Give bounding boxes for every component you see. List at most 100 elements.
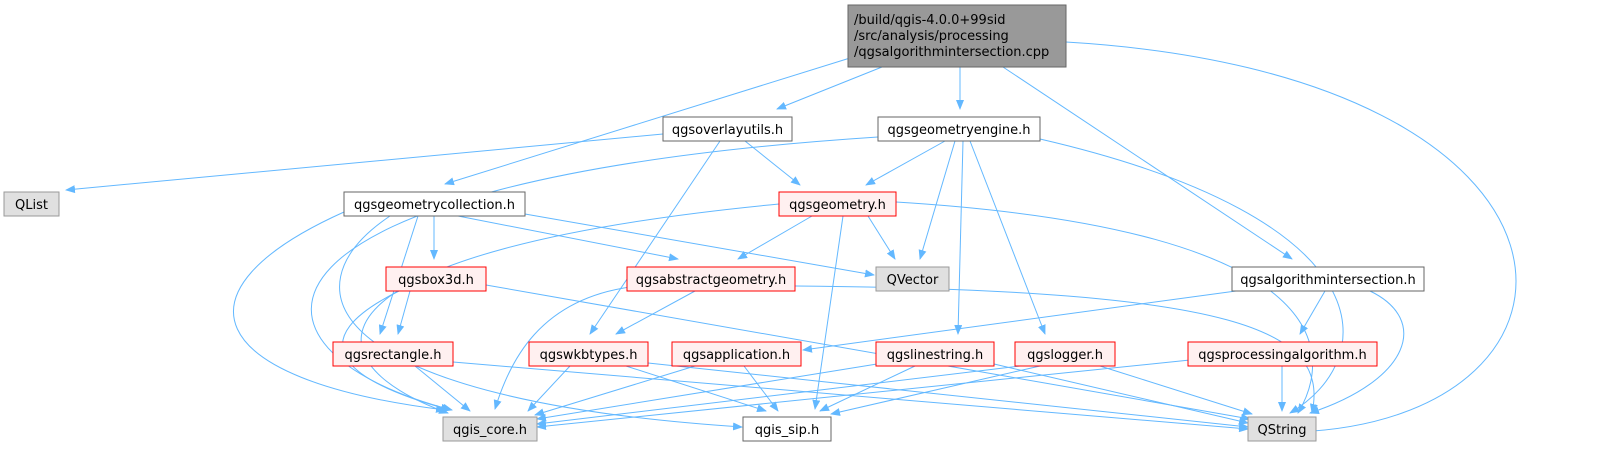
node-qgsalgorithmintersection[interactable]: qgsalgorithmintersection.h bbox=[1231, 266, 1425, 292]
edge-qgsoverlayutils-to-qgsgeometry bbox=[744, 140, 801, 186]
node-box bbox=[1187, 341, 1378, 367]
edge-qgsgeometryengine-to-qgslogger bbox=[969, 140, 1046, 335]
edge-qgslinestring-to-qgis_core bbox=[536, 363, 878, 422]
node-qgis_sip[interactable]: qgis_sip.h bbox=[742, 416, 832, 442]
node-label: qgsalgorithmintersection.h bbox=[1240, 273, 1416, 288]
edge-qgsoverlayutils-to-qgswkbtypes bbox=[589, 140, 721, 335]
node-label: QVector bbox=[887, 273, 939, 288]
edge-qgsbox3d-to-qgsrectangle bbox=[396, 290, 411, 335]
node-box bbox=[1247, 416, 1317, 442]
node-label: qgis_sip.h bbox=[755, 423, 819, 438]
edge-qgsgeometryengine-to-qgslinestring bbox=[954, 140, 964, 335]
node-box bbox=[1231, 266, 1425, 292]
node-qgsgeometryengine[interactable]: qgsgeometryengine.h bbox=[877, 116, 1041, 142]
node-qgsbox3d[interactable]: qgsbox3d.h bbox=[385, 266, 487, 292]
node-qstring: QString bbox=[1247, 416, 1317, 442]
node-label: qgsoverlayutils.h bbox=[672, 123, 783, 138]
node-box bbox=[343, 191, 526, 217]
node-box bbox=[877, 116, 1041, 142]
edge-qgsalgorithmintersection-to-qgsprocessingalgorithm bbox=[1299, 290, 1326, 335]
node-label: qgsbox3d.h bbox=[398, 273, 474, 288]
node-label: qgswkbtypes.h bbox=[540, 348, 638, 363]
node-qgsapplication[interactable]: qgsapplication.h bbox=[671, 341, 802, 367]
edge-root-to-qgsalgorithmintersection bbox=[1002, 66, 1293, 260]
edge-qgsrectangle-to-qgis_core bbox=[414, 365, 471, 412]
node-box bbox=[1014, 341, 1116, 367]
node-box bbox=[442, 416, 538, 442]
node-box bbox=[778, 191, 897, 217]
edge-qgslogger-to-qstring bbox=[1099, 365, 1253, 416]
node-box bbox=[875, 266, 950, 292]
edge-qgsapplication-to-qgis_sip bbox=[743, 365, 779, 412]
node-box bbox=[385, 266, 487, 292]
node-label: qgsapplication.h bbox=[683, 348, 790, 363]
edge-qgswkbtypes-to-qstring bbox=[647, 362, 1249, 431]
edge-qgsgeometrycollection-to-qgsabstractgeometry bbox=[457, 215, 679, 262]
edge-root-to-qgsgeometrycollection bbox=[444, 57, 851, 186]
edge-qgswkbtypes-to-qgis_sip bbox=[625, 365, 767, 413]
node-label: /src/analysis/processing bbox=[854, 29, 1009, 44]
edge-qgsgeometrycollection-to-qvector bbox=[524, 213, 875, 278]
edge-qgsprocessingalgorithm-to-qgis_core bbox=[536, 359, 1191, 431]
node-qgswkbtypes[interactable]: qgswkbtypes.h bbox=[528, 341, 649, 367]
node-qgslogger[interactable]: qgslogger.h bbox=[1014, 341, 1116, 367]
node-label: qgsabstractgeometry.h bbox=[636, 273, 786, 288]
edge-qgslinestring-to-qgis_sip bbox=[819, 365, 916, 412]
node-label: qgsprocessingalgorithm.h bbox=[1198, 348, 1366, 363]
edge-qgswkbtypes-to-qgis_core bbox=[527, 365, 571, 412]
edge-qgsgeometryengine-to-qvector bbox=[918, 140, 956, 260]
edge-qgsgeometry-to-qvector bbox=[867, 215, 896, 260]
edge-qgsgeometry-to-qstring bbox=[895, 201, 1314, 414]
node-root[interactable]: /build/qgis-4.0.0+99sid/src/analysis/pro… bbox=[847, 4, 1067, 68]
node-label: qgsrectangle.h bbox=[344, 348, 441, 363]
node-label: qgslinestring.h bbox=[887, 348, 983, 363]
nodes-layer: /build/qgis-4.0.0+99sid/src/analysis/pro… bbox=[3, 4, 1425, 442]
edge-qgsalgorithmintersection-to-qgsapplication bbox=[802, 290, 1237, 353]
edge-qgsgeometry-to-qgis_sip bbox=[812, 215, 844, 410]
edge-qgslogger-to-qgis_core bbox=[536, 365, 1021, 427]
node-label: qgis_core.h bbox=[453, 423, 527, 438]
node-label: QList bbox=[15, 198, 48, 213]
node-box bbox=[875, 341, 995, 367]
node-label: QString bbox=[1257, 423, 1306, 438]
edge-root-to-qgsoverlayutils bbox=[776, 66, 883, 110]
edge-qgsabstractgeometry-to-qstring bbox=[794, 285, 1318, 414]
node-qgis_core: qgis_core.h bbox=[442, 416, 538, 442]
node-label: /build/qgis-4.0.0+99sid bbox=[854, 13, 1005, 28]
node-qgslinestring[interactable]: qgslinestring.h bbox=[875, 341, 995, 367]
node-qgsabstractgeometry[interactable]: qgsabstractgeometry.h bbox=[626, 266, 796, 292]
node-box bbox=[671, 341, 802, 367]
edge-qgslinestring-to-qstring bbox=[993, 363, 1249, 425]
node-qgsrectangle[interactable]: qgsrectangle.h bbox=[332, 341, 454, 367]
edge-qgsgeometryengine-to-qgsgeometry bbox=[865, 140, 946, 186]
edge-qgsbox3d-to-qstring bbox=[485, 284, 1251, 422]
edge-qgsabstractgeometry-to-qgis_core bbox=[493, 286, 631, 410]
edge-qgsoverlayutils-to-qlist bbox=[65, 133, 664, 194]
edge-qgsrectangle-to-qstring bbox=[452, 361, 1249, 433]
node-label: qgsgeometrycollection.h bbox=[354, 198, 515, 213]
edge-root-to-qstring bbox=[1065, 41, 1517, 436]
edge-qgsgeometry-to-qgis_core bbox=[360, 203, 780, 414]
node-qgsoverlayutils[interactable]: qgsoverlayutils.h bbox=[662, 116, 793, 142]
node-label: qgsgeometry.h bbox=[789, 198, 886, 213]
node-qgsgeometry[interactable]: qgsgeometry.h bbox=[778, 191, 897, 217]
node-box bbox=[847, 4, 1067, 68]
node-box bbox=[332, 341, 454, 367]
edge-qgsgeometrycollection-to-qgis_core bbox=[233, 211, 446, 413]
edges-layer bbox=[65, 41, 1517, 436]
node-box bbox=[742, 416, 832, 442]
node-qgsgeometrycollection[interactable]: qgsgeometrycollection.h bbox=[343, 191, 526, 217]
edge-qgslogger-to-qgis_sip bbox=[830, 365, 1041, 416]
node-qgsprocessingalgorithm[interactable]: qgsprocessingalgorithm.h bbox=[1187, 341, 1378, 367]
node-box bbox=[3, 191, 60, 217]
node-qvector: QVector bbox=[875, 266, 950, 292]
node-label: qgslogger.h bbox=[1027, 348, 1103, 363]
node-qlist: QList bbox=[3, 191, 60, 217]
edge-qgsalgorithmintersection-to-qstring bbox=[1309, 290, 1405, 414]
node-box bbox=[626, 266, 796, 292]
node-label: qgsgeometryengine.h bbox=[888, 123, 1031, 138]
node-box bbox=[662, 116, 793, 142]
edge-qgsabstractgeometry-to-qgswkbtypes bbox=[615, 290, 696, 335]
edge-qgsgeometry-to-qgsabstractgeometry bbox=[737, 215, 813, 260]
edge-qgsapplication-to-qgis_core bbox=[534, 365, 696, 417]
